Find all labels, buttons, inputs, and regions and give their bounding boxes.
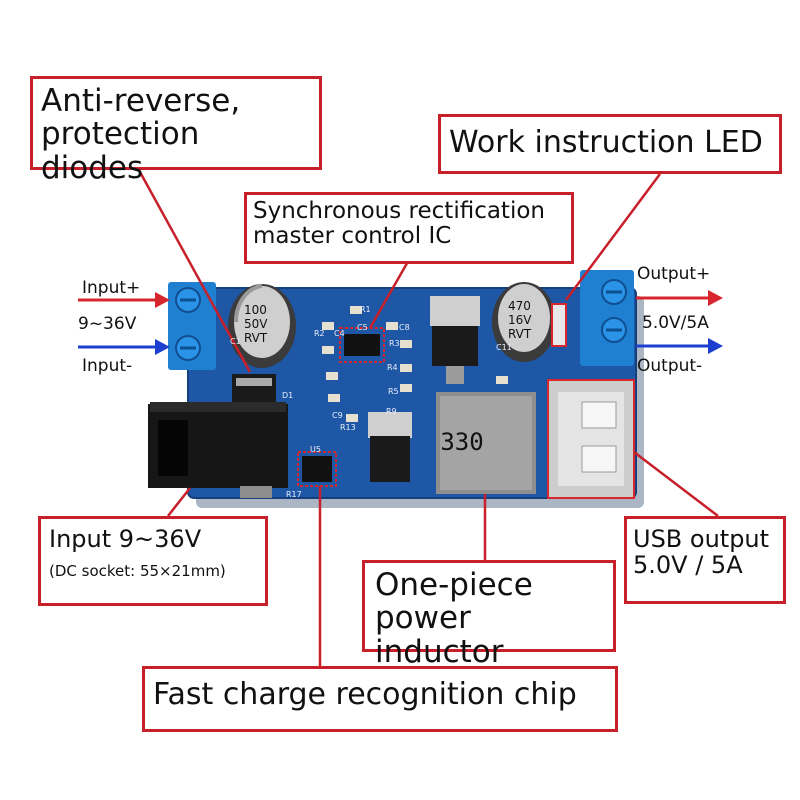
callout-text: Anti-reverse, — [41, 83, 241, 119]
ref-label: C4 — [334, 329, 345, 338]
callout-text: master control IC — [253, 222, 452, 249]
ref-label: R5 — [388, 387, 399, 396]
callout-text: power inductor — [375, 600, 504, 670]
cap-left-line-1: 100 — [244, 303, 267, 317]
callout-work-led: Work instruction LED — [438, 114, 782, 174]
callout-text: One-piece — [375, 567, 533, 603]
sync-control-ic — [344, 334, 380, 356]
mosfet-bottom — [368, 412, 412, 438]
callout-text: USB output — [633, 525, 770, 553]
ref-label: R17 — [286, 490, 302, 499]
cap-right-line-2: 16V — [508, 313, 532, 327]
input-terminal-block — [168, 282, 216, 370]
ref-label: R4 — [387, 363, 398, 372]
callout-text: Input 9~36V — [49, 525, 202, 553]
io-arrows — [78, 290, 723, 355]
ref-label: C5 — [357, 323, 368, 332]
callout-text: protection diodes — [41, 116, 200, 186]
callout-input-socket: Input 9~36V (DC socket: 55×21mm) — [38, 516, 268, 606]
input-plus-label: Input+ — [82, 278, 141, 298]
cap-right-line-1: 470 — [508, 299, 531, 313]
callout-inductor: One-piece power inductor — [362, 560, 616, 669]
power-inductor — [436, 392, 536, 494]
capacitor-left — [228, 284, 296, 368]
ref-label: R3 — [389, 339, 400, 348]
callout-text: Fast charge recognition chip — [153, 677, 577, 712]
ref-label: C9 — [332, 411, 343, 420]
callout-text: (DC socket: 55×21mm) — [49, 561, 226, 580]
capacitor-right — [492, 282, 556, 362]
ref-label: C1 — [230, 337, 241, 346]
ref-label: R9 — [386, 407, 397, 416]
status-led — [551, 303, 567, 347]
ref-label: R13 — [340, 423, 356, 432]
ref-label: R1 — [360, 305, 371, 314]
dc-socket — [148, 402, 288, 498]
output-rating-label: 5.0V/5A — [642, 313, 709, 333]
callout-usb-output: USB output 5.0V / 5A — [624, 516, 786, 604]
callout-anti-reverse: Anti-reverse, protection diodes — [30, 76, 322, 185]
cap-left-line-2: 50V — [244, 317, 268, 331]
ref-label: C8 — [399, 323, 410, 332]
ref-label: U5 — [310, 445, 321, 454]
cap-left-line-3: RVT — [244, 331, 268, 345]
ref-label: D1 — [282, 391, 293, 400]
callout-text: Work instruction LED — [449, 125, 763, 160]
cap-right-line-3: RVT — [508, 327, 532, 341]
input-range-label: 9~36V — [78, 314, 137, 334]
fast-charge-chip — [302, 456, 332, 482]
inductor-value-text: 330 — [440, 428, 483, 456]
output-minus-label: Output- — [637, 356, 703, 376]
input-minus-label: Input- — [82, 356, 133, 376]
smd-components — [322, 306, 508, 422]
output-plus-label: Output+ — [637, 264, 711, 284]
ref-label: R2 — [314, 329, 325, 338]
callout-sync-ic: Synchronous rectification master control… — [244, 192, 574, 264]
callout-text: Synchronous rectification — [253, 198, 545, 224]
mosfet-top — [430, 296, 480, 326]
callout-fast-charge: Fast charge recognition chip — [142, 666, 618, 732]
output-terminal-block — [580, 270, 634, 366]
ref-label: C11 — [496, 343, 512, 352]
callout-leaders — [138, 171, 719, 668]
callout-text: 5.0V / 5A — [633, 550, 743, 579]
usb-port — [547, 379, 635, 499]
